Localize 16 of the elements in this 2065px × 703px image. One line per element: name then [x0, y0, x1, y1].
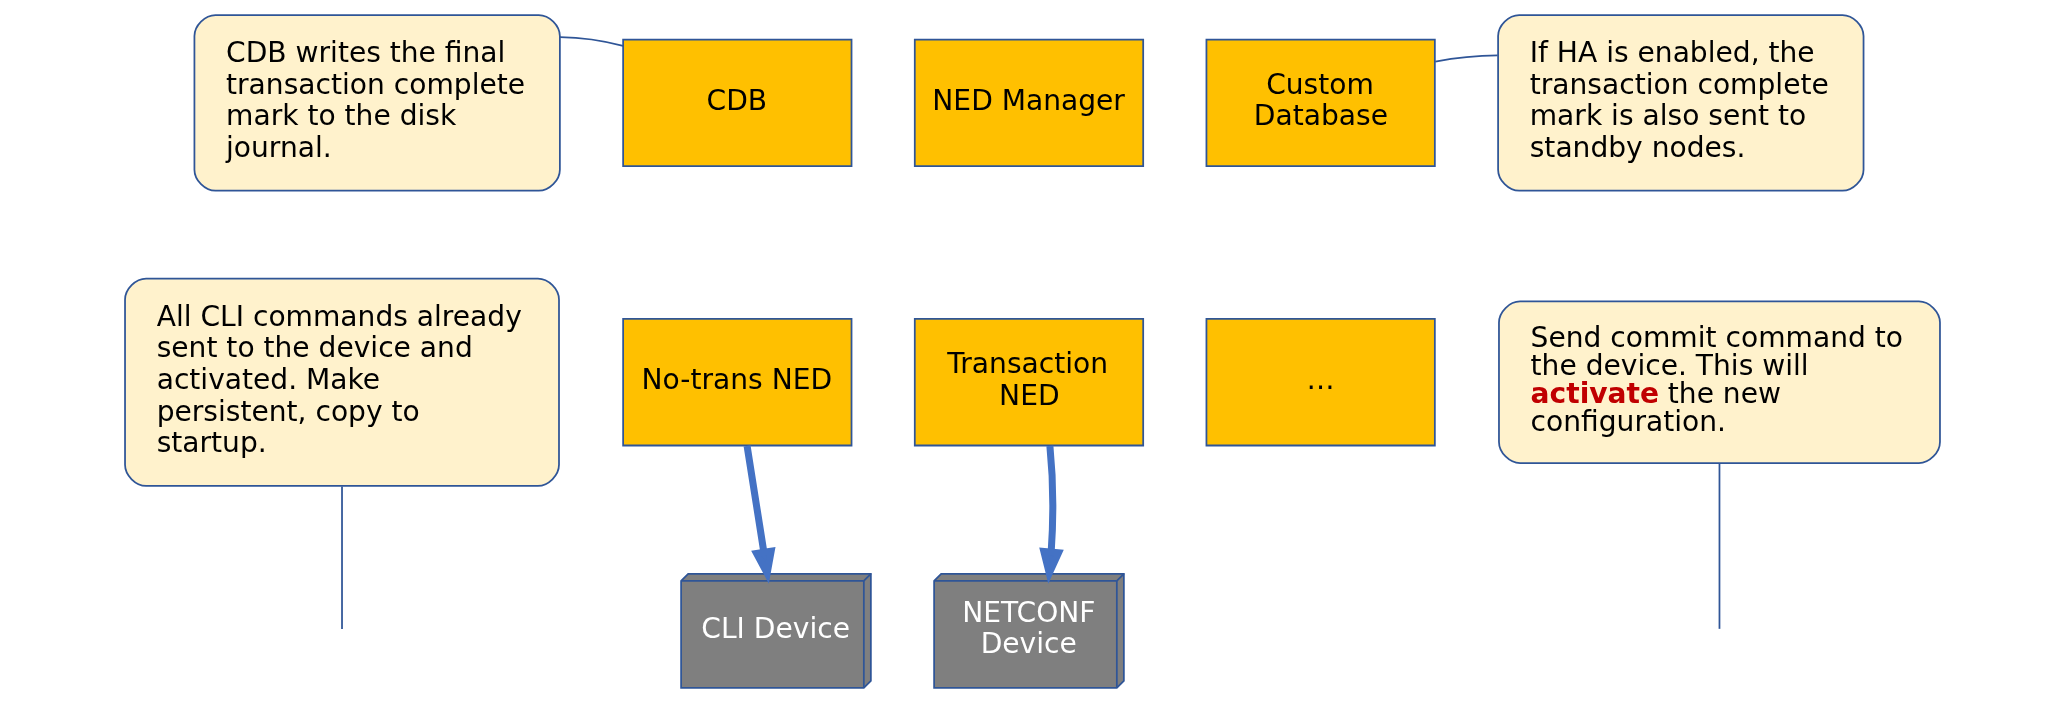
node-box: CDB	[622, 38, 853, 167]
connector	[341, 485, 343, 630]
node-box: Send commit command to the device. This will activate the new configuration.	[1498, 300, 1941, 464]
node-box: …	[1205, 318, 1436, 447]
connector	[1434, 54, 1499, 63]
connector	[1718, 462, 1721, 630]
node-box: No-trans NED	[622, 318, 853, 447]
node-box: If HA is enabled, the transaction complete mark is also sent to standby nodes.	[1497, 14, 1865, 192]
connector	[559, 36, 624, 47]
node-box: NED Manager	[913, 38, 1145, 167]
node-box: Custom Database	[1205, 38, 1436, 167]
node-box: Transaction NED	[913, 318, 1145, 447]
node-box: All CLI commands already sent to the device and activated. Make persistent, copy to startup.	[124, 277, 560, 487]
node-box: CDB writes the final transaction complete mark to the disk journal.	[193, 14, 561, 192]
arrow	[743, 445, 776, 584]
arrow	[1039, 445, 1064, 584]
